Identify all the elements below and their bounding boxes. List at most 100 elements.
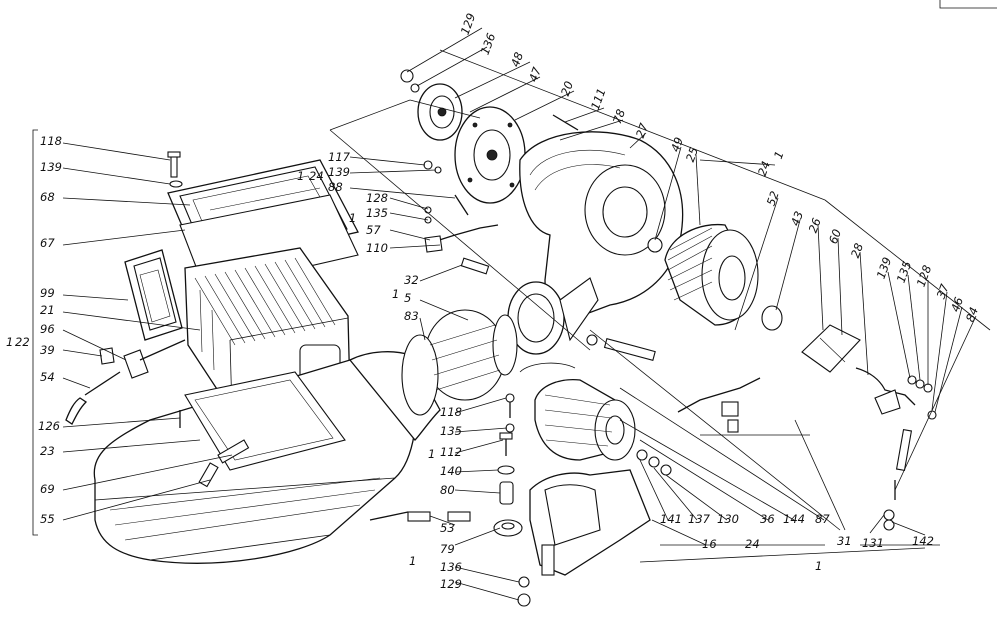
fork-part — [424, 235, 443, 253]
callout-24-bottom: 24 — [745, 537, 760, 551]
callout-48: 48 — [508, 50, 526, 69]
callout-84: 84 — [963, 305, 981, 324]
callout-49: 49 — [668, 135, 686, 154]
callout-1-24: 1 — [297, 169, 304, 183]
callout-129-top: 129 — [458, 11, 479, 36]
cap-part — [761, 305, 783, 331]
callout-1-79: 1 — [409, 554, 416, 568]
callout-5: 5 — [404, 291, 411, 305]
callout-1-32: 1 — [392, 287, 399, 301]
callout-54: 54 — [40, 370, 55, 384]
callout-141: 141 — [660, 512, 682, 526]
leader-lines — [62, 27, 991, 601]
stud-part — [552, 114, 579, 131]
callout-53: 53 — [440, 521, 455, 535]
fan-housing-part — [519, 131, 684, 321]
callout-128: 128 — [366, 191, 388, 205]
linkage-rod-part-2 — [677, 377, 761, 413]
callout-67: 67 — [40, 236, 55, 250]
callout-88: 88 — [328, 180, 343, 194]
callout-139-right: 139 — [874, 255, 895, 280]
bushing-part — [407, 511, 431, 522]
callout-96: 96 — [40, 322, 55, 336]
duct-outlet-part — [507, 277, 599, 355]
bushing-part-2 — [447, 511, 471, 522]
flange-part — [454, 106, 526, 204]
clamp-hose-part — [401, 309, 518, 416]
callout-68: 68 — [40, 190, 55, 204]
callout-118-mid: 118 — [440, 405, 462, 419]
callout-136-top: 136 — [478, 31, 499, 56]
callout-1-top: 1 — [771, 149, 787, 161]
spring-part — [895, 428, 913, 472]
callout-80: 80 — [440, 483, 455, 497]
pin-part — [139, 339, 186, 361]
lever-plate-part — [874, 389, 901, 415]
callout-135-right: 135 — [894, 259, 915, 284]
callout-20: 20 — [558, 79, 576, 98]
pin-part-3 — [603, 337, 656, 361]
motor-mount-part — [529, 469, 651, 576]
callout-69: 69 — [40, 482, 55, 496]
coil-part — [664, 223, 759, 326]
callout-83: 83 — [404, 309, 419, 323]
callout-99: 99 — [40, 286, 55, 300]
lever-part — [855, 367, 916, 406]
callout-47: 47 — [526, 65, 544, 84]
pin-part-2 — [460, 257, 490, 275]
callout-135: 135 — [366, 206, 388, 220]
callout-39: 39 — [40, 343, 55, 357]
nut-part-top — [400, 69, 414, 83]
group-22-bracket — [32, 129, 38, 536]
callout-46: 46 — [948, 295, 966, 314]
clip-part-2 — [727, 419, 739, 433]
callout-28: 28 — [848, 241, 866, 260]
callout-1-22: 1 — [6, 335, 13, 349]
callout-118: 118 — [40, 134, 62, 148]
callout-55: 55 — [40, 512, 55, 526]
callout-37: 37 — [934, 281, 952, 300]
callout-43: 43 — [788, 209, 806, 228]
frame-corner — [939, 0, 997, 9]
callout-110: 110 — [366, 241, 388, 255]
hose-part — [65, 397, 88, 425]
callout-1-bottom: 1 — [815, 559, 822, 573]
callout-130: 130 — [717, 512, 739, 526]
callout-87: 87 — [815, 512, 830, 526]
callout-126: 126 — [38, 419, 60, 433]
callout-142: 142 — [912, 534, 934, 548]
callout-27: 27 — [633, 121, 651, 140]
callout-1-57: 1 — [349, 211, 356, 225]
callout-26: 26 — [806, 216, 824, 235]
sleeve-part-2 — [198, 462, 219, 488]
clip-plate-part — [123, 349, 149, 379]
callout-139-mid: 139 — [328, 165, 350, 179]
callout-32: 32 — [404, 273, 419, 287]
lower-housing-part — [93, 359, 418, 564]
callout-131: 131 — [862, 536, 884, 550]
callout-139: 139 — [40, 160, 62, 174]
callout-36: 36 — [760, 512, 775, 526]
callout-31: 31 — [837, 534, 852, 548]
linkage-rod-part — [429, 224, 499, 244]
callout-117: 117 — [328, 150, 351, 164]
callout-60: 60 — [826, 227, 844, 246]
callout-23: 23 — [40, 444, 55, 458]
callout-16: 16 — [702, 537, 717, 551]
nut-part — [99, 347, 115, 365]
callout-136-bottom: 136 — [440, 560, 462, 574]
callout-21: 21 — [40, 303, 55, 317]
callout-1-112: 1 — [428, 447, 435, 461]
callout-137: 137 — [688, 512, 711, 526]
callout-25: 25 — [683, 145, 701, 164]
callout-140: 140 — [440, 464, 462, 478]
bolt-part-2 — [454, 194, 469, 216]
sleeve-part — [217, 439, 250, 464]
bolt-rod-part — [369, 511, 409, 521]
callout-79: 79 — [440, 542, 455, 556]
callout-144: 144 — [783, 512, 805, 526]
callout-111: 111 — [588, 86, 609, 111]
callout-24-top: 24 — [755, 159, 773, 178]
